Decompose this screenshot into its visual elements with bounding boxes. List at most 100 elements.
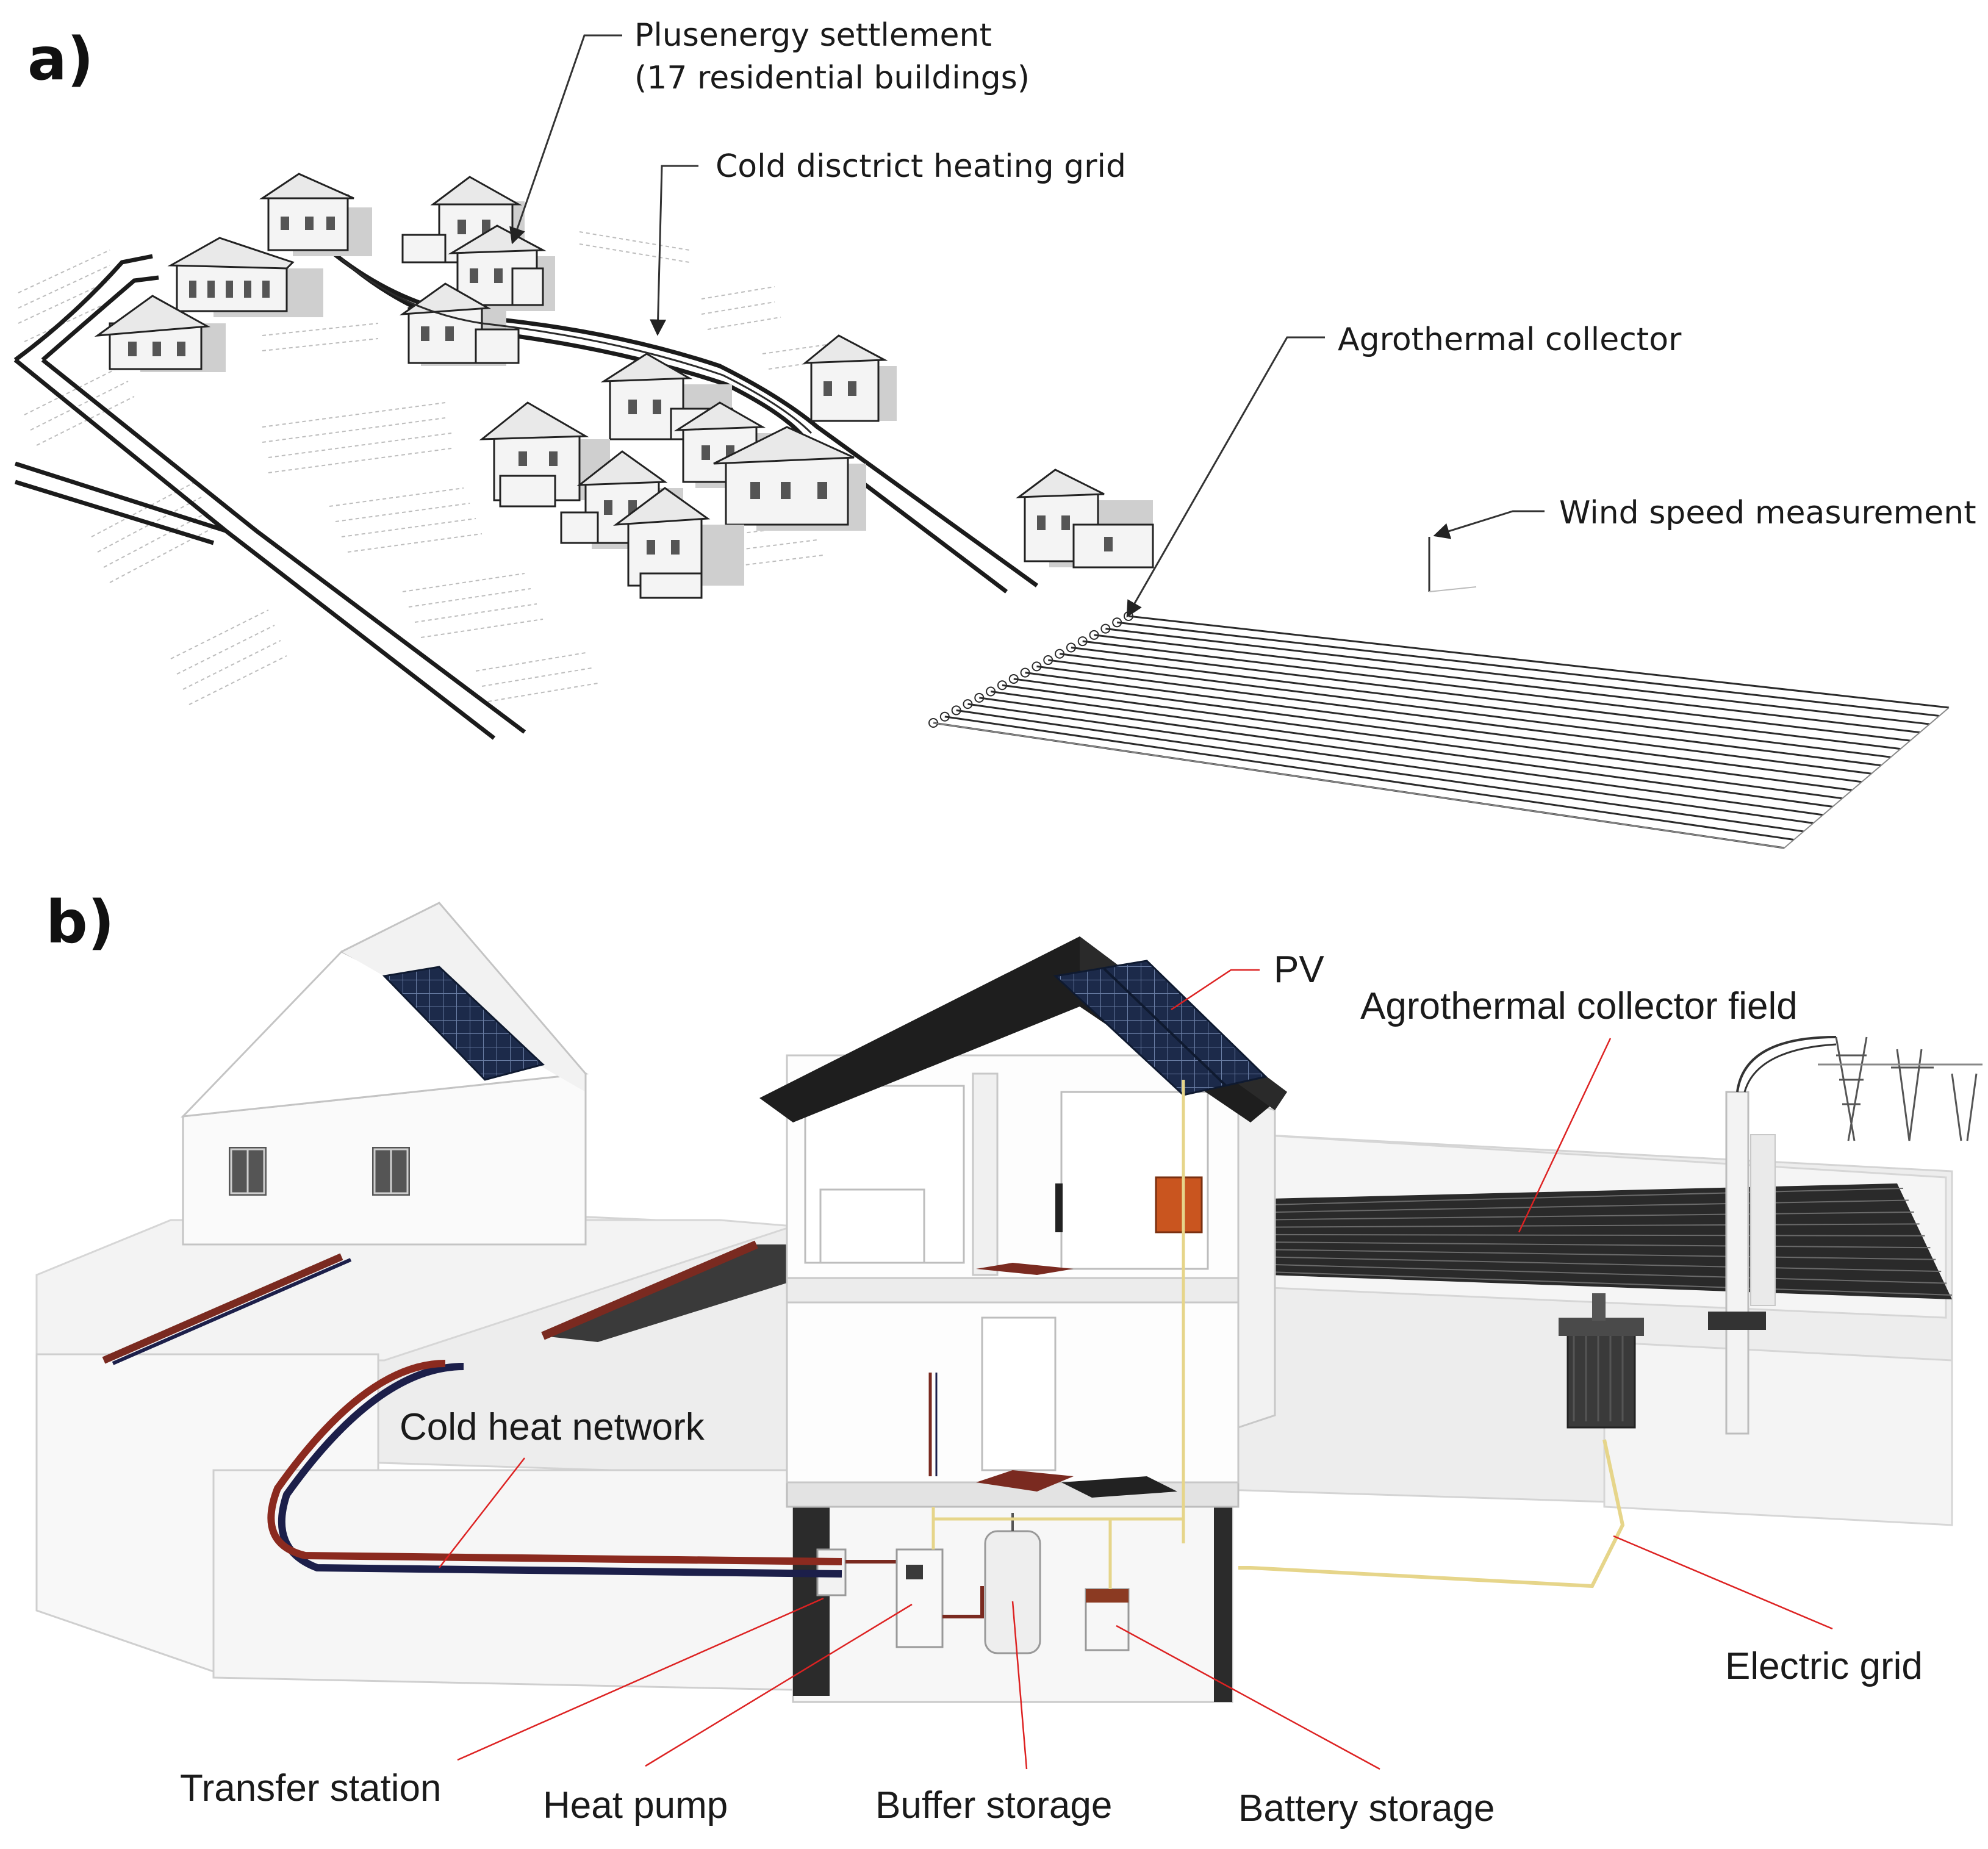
panel-b-label: b)	[46, 888, 115, 957]
leaders-b	[439, 969, 1833, 1770]
collector-pipe	[956, 709, 1804, 833]
leader-cold-heat-network	[439, 1457, 525, 1568]
leader-settlement	[509, 34, 622, 245]
label-settlement-line1: Plusenergy settlement	[634, 17, 992, 54]
leader-heat-pump	[645, 1603, 913, 1767]
collector-field-area	[1269, 1183, 1952, 1299]
label-buffer-storage: Buffer storage	[875, 1784, 1112, 1826]
collector-strip	[1268, 1256, 1942, 1273]
collector-loop	[1112, 617, 1122, 628]
wind-mast	[1428, 537, 1477, 592]
collector-loop	[997, 680, 1007, 691]
battery-storage-unit	[1085, 1588, 1130, 1651]
collector-strip	[1268, 1249, 1936, 1260]
collector-strip	[1268, 1223, 1920, 1228]
collector-pipe	[1117, 621, 1940, 717]
collector-loop	[1008, 673, 1019, 684]
leader-collector-field	[1518, 1038, 1612, 1233]
collector-pipe	[967, 703, 1814, 824]
label-pv: PV	[1274, 949, 1324, 991]
collector-pipe	[1128, 615, 1950, 709]
collector-loop	[1055, 648, 1065, 659]
electric-cable	[1238, 1439, 1625, 1589]
building	[613, 487, 744, 599]
collector-pipe	[1036, 665, 1872, 775]
label-battery-storage: Battery storage	[1238, 1787, 1495, 1829]
label-transfer-station: Transfer station	[180, 1767, 441, 1809]
building	[259, 173, 372, 256]
collector-pipe	[1094, 634, 1920, 734]
collector-strip	[1268, 1211, 1914, 1221]
panel-a-label: a)	[27, 25, 94, 93]
collector-strip	[1268, 1188, 1904, 1205]
label-cold-grid: Cold disctrict heating grid	[716, 148, 1126, 185]
building	[94, 295, 226, 372]
collector-loop	[939, 711, 950, 722]
building	[167, 237, 323, 317]
leader-collector	[1126, 336, 1325, 618]
buildings	[94, 173, 1154, 599]
heat-pump-unit	[895, 1548, 984, 1648]
pv-panel-neighbour	[382, 966, 545, 1081]
main-house-cutaway	[759, 936, 1287, 1703]
collector-pipe	[944, 716, 1795, 841]
building	[448, 224, 555, 311]
cold-heat-network-pipes	[267, 1360, 842, 1578]
collector-loop	[1066, 642, 1076, 653]
roof	[759, 936, 1287, 1122]
collector-loop	[1077, 636, 1088, 647]
cold-grid-line	[341, 258, 813, 434]
collector-pipe	[1105, 628, 1930, 725]
building	[713, 426, 866, 531]
collector-pipe	[990, 691, 1833, 808]
label-electric-grid: Electric grid	[1725, 1645, 1923, 1687]
trench-collector-rows	[102, 1240, 793, 1365]
buffer-storage-unit	[984, 1513, 1041, 1654]
building	[1016, 469, 1154, 569]
collector-loop	[974, 692, 985, 703]
collector-loop	[1100, 623, 1111, 634]
label-collector-field: Agrothermal collector field	[1360, 985, 1798, 1027]
collector-loop	[1089, 630, 1099, 640]
collector-loop	[986, 686, 996, 697]
panel-b: b)	[35, 888, 1983, 1829]
leader-cold-grid	[650, 165, 698, 336]
leader-pv	[1171, 969, 1260, 1011]
collector-loop	[951, 705, 961, 716]
leader-wind	[1433, 510, 1545, 539]
neighbour-house	[181, 902, 589, 1246]
collector-pipe	[1013, 678, 1853, 791]
pv-panel	[1053, 960, 1268, 1096]
label-cold-heat-network: Cold heat network	[400, 1406, 705, 1448]
building	[802, 334, 897, 422]
leader-transfer-station	[457, 1597, 824, 1761]
pylons	[1818, 1036, 1983, 1141]
collector-pipe	[1071, 646, 1901, 750]
collector-edge	[933, 707, 1950, 849]
collector-pipe	[1059, 653, 1891, 758]
collector-loop	[928, 718, 938, 728]
utility-pole	[1708, 1036, 1837, 1435]
collector-loop	[963, 699, 973, 709]
collector-pipe	[1082, 640, 1911, 742]
collector-loop	[1020, 667, 1030, 678]
label-agrothermal-collector: Agrothermal collector	[1338, 321, 1682, 358]
label-wind-speed: Wind speed measurement	[1559, 495, 1976, 531]
collector-pipe	[1002, 684, 1843, 800]
collector-strip	[1268, 1241, 1931, 1249]
collector-strip	[1268, 1233, 1925, 1237]
label-settlement-line2: (17 residential buildings)	[634, 60, 1030, 96]
collector-pipe	[979, 697, 1823, 816]
leaders-a	[509, 34, 1545, 618]
collector-strip	[1268, 1199, 1909, 1213]
roads	[13, 248, 1039, 740]
collector-loop	[1032, 661, 1042, 672]
label-heat-pump: Heat pump	[543, 1784, 728, 1826]
meter-box	[1155, 1176, 1203, 1233]
leader-electric-grid	[1613, 1535, 1833, 1630]
building	[479, 401, 610, 508]
collector-strip	[1268, 1271, 1953, 1296]
panel-a: a)	[13, 17, 1976, 849]
collector-field-strips	[1268, 1183, 1953, 1299]
collector-loop	[1043, 655, 1053, 666]
